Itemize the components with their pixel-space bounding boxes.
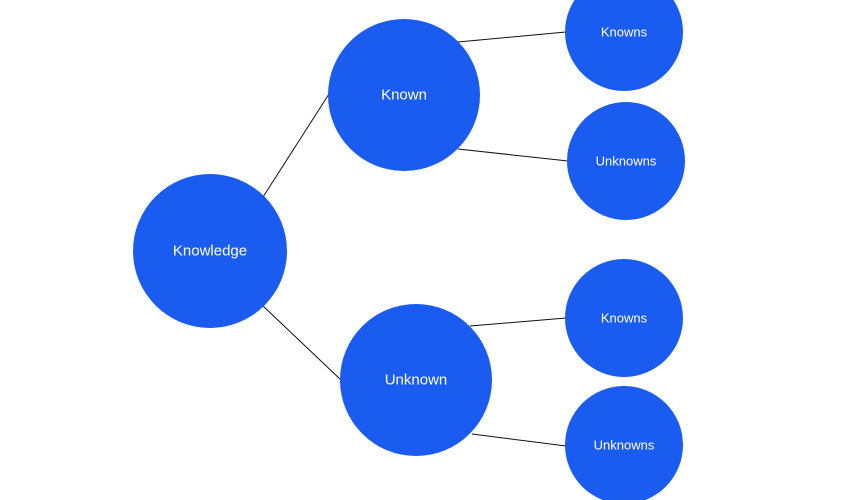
node-unknown-label: Unknown bbox=[385, 372, 448, 389]
node-knowledge-circle bbox=[133, 174, 287, 328]
node-knowledge: Knowledge bbox=[133, 174, 287, 328]
node-unknown-unknowns-label: Unknowns bbox=[594, 438, 655, 453]
node-known-label: Known bbox=[381, 87, 427, 104]
node-unknown-unknowns: Unknowns bbox=[565, 386, 683, 500]
node-unknown-knowns-circle bbox=[565, 259, 683, 377]
node-unknown-circle bbox=[340, 304, 492, 456]
node-unknown-knowns: Knowns bbox=[565, 259, 683, 377]
node-unknown-knowns-label: Knowns bbox=[601, 311, 648, 326]
edges bbox=[262, 31, 569, 447]
edge-known-unknowns bbox=[457, 148, 569, 162]
node-known-unknowns-label: Unknowns bbox=[596, 154, 657, 169]
node-known: Known bbox=[328, 19, 480, 171]
node-known-circle bbox=[328, 19, 480, 171]
node-known-knowns-circle bbox=[565, 0, 683, 91]
node-knowledge-label: Knowledge bbox=[173, 243, 247, 260]
node-unknown-unknowns-circle bbox=[565, 386, 683, 500]
edge-known-knowns bbox=[457, 31, 567, 43]
edge-root-known bbox=[262, 93, 330, 198]
node-known-unknowns: Unknowns bbox=[567, 102, 685, 220]
node-unknown: Unknown bbox=[340, 304, 492, 456]
node-known-knowns-label: Knowns bbox=[601, 25, 648, 40]
edge-unknown-knowns bbox=[469, 317, 567, 327]
node-known-knowns: Knowns bbox=[565, 0, 683, 91]
edge-unknown-unknowns bbox=[471, 433, 567, 447]
node-known-unknowns-circle bbox=[567, 102, 685, 220]
edge-root-unknown bbox=[262, 305, 342, 381]
